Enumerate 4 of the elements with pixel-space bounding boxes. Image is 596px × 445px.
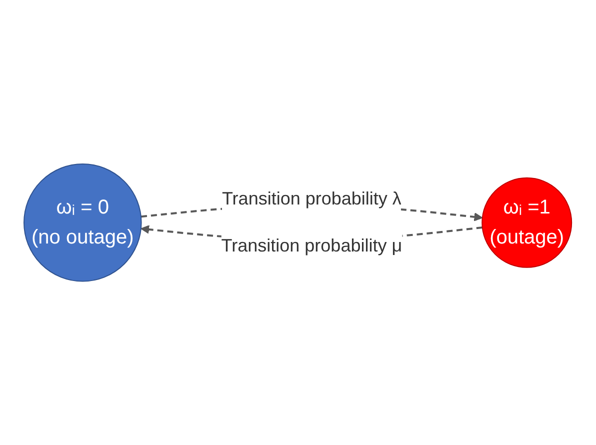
edge-label: Transition probability μ bbox=[222, 235, 402, 256]
node-circle: ωᵢ = 0 (no outage) bbox=[24, 163, 142, 282]
node-circle: ωᵢ =1 (outage) bbox=[482, 177, 572, 268]
edge-label: Transition probability λ bbox=[222, 188, 402, 208]
